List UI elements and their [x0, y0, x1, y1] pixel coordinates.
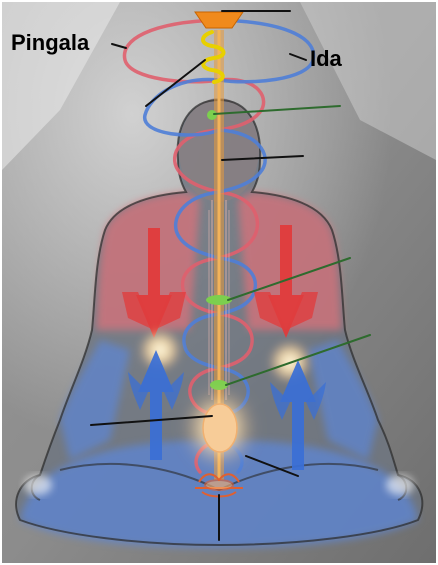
chakra-node: [207, 110, 217, 120]
pingala-label: Pingala: [11, 32, 89, 54]
base-glow: [185, 390, 253, 466]
ida-label: Ida: [310, 48, 342, 70]
